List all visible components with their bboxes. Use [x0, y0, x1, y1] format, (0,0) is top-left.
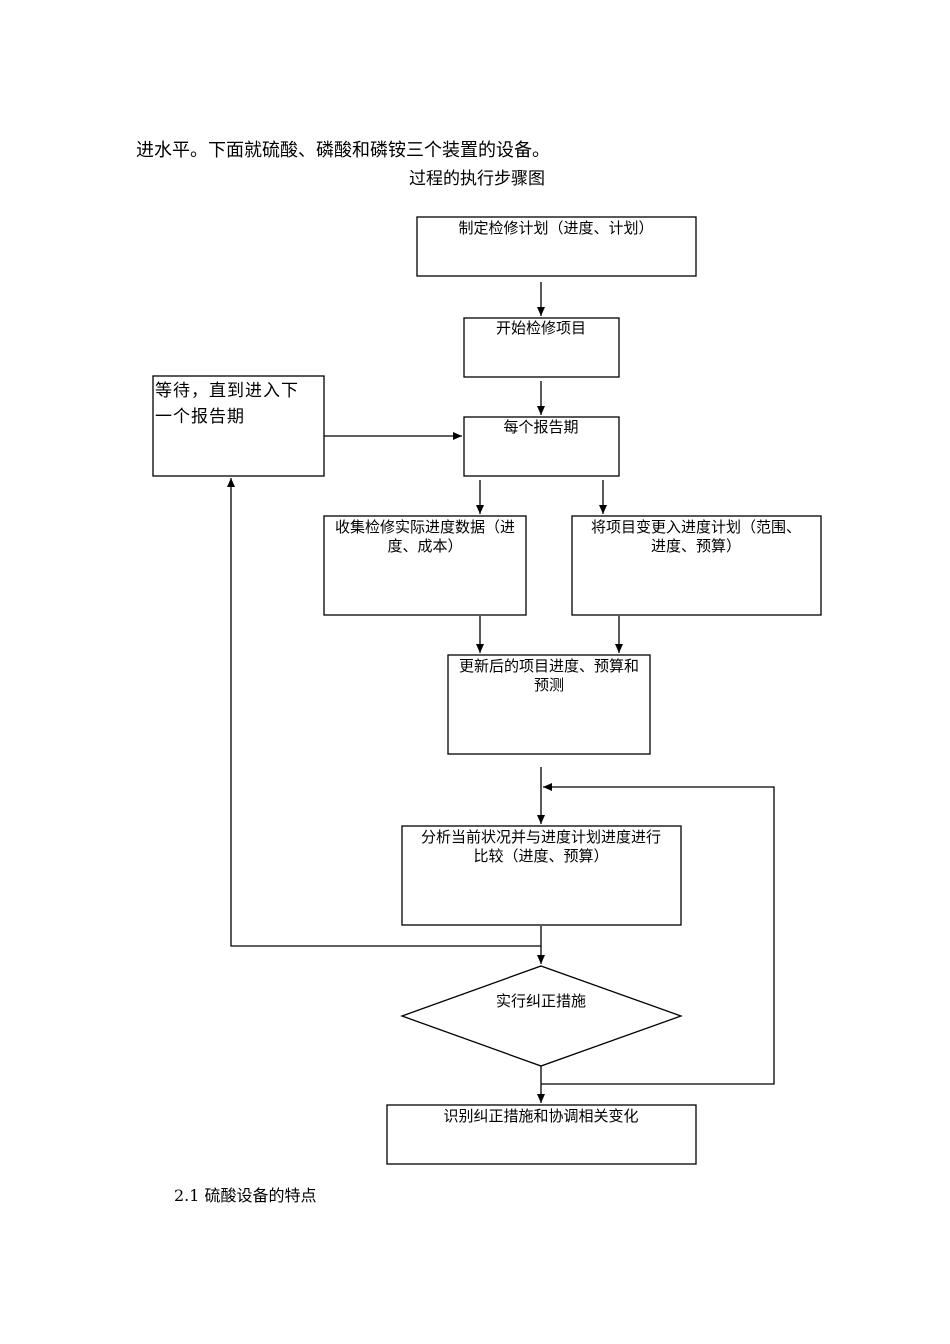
start-box — [463, 317, 620, 378]
wait-label-line2: 一个报告期 — [155, 407, 245, 427]
period-label: 每个报告期 — [503, 418, 578, 436]
plan-label: 制定检修计划（进度、计划） — [458, 219, 653, 237]
updated-forecast-box — [447, 654, 651, 755]
figure-title: 过程的执行步骤图 — [409, 169, 545, 189]
analyze-box — [401, 825, 682, 926]
section-heading: 2.1 硫酸设备的特点 — [174, 1186, 317, 1205]
analyze-label-line1: 分析当前状况并与进度计划进度进行 — [421, 828, 661, 846]
corrective-decision-diamond — [400, 965, 683, 1067]
analyze-label-line2: 比较（进度、预算） — [473, 847, 608, 865]
period-box — [463, 416, 620, 477]
changes-label-line2: 进度、预算） — [651, 537, 741, 555]
collect-label-line1: 收集检修实际进度数据（进 — [335, 518, 515, 536]
identify-label: 识别纠正措施和协调相关变化 — [443, 1107, 638, 1125]
updated-label-line2: 预测 — [534, 676, 564, 694]
wait-box — [152, 375, 325, 477]
wait-label-line1: 等待，直到进入下 — [155, 381, 299, 401]
changes-label-line1: 将项目变更入进度计划（范围、 — [591, 518, 801, 536]
updated-label-line1: 更新后的项目进度、预算和 — [459, 657, 639, 675]
intro-text: 进水平。下面就硫酸、磷酸和磷铵三个装置的设备。 — [136, 140, 550, 161]
collect-data-box — [323, 515, 527, 616]
feedback-arrow-to-analyze — [541, 783, 775, 1085]
start-label: 开始检修项目 — [496, 319, 586, 337]
corrective-label: 实行纠正措施 — [496, 992, 586, 1010]
loop-arrow-to-wait — [227, 478, 541, 947]
changes-box — [571, 515, 822, 616]
collect-label-line2: 度、成本） — [387, 537, 462, 555]
plan-box — [416, 216, 697, 277]
identify-box — [386, 1104, 697, 1165]
